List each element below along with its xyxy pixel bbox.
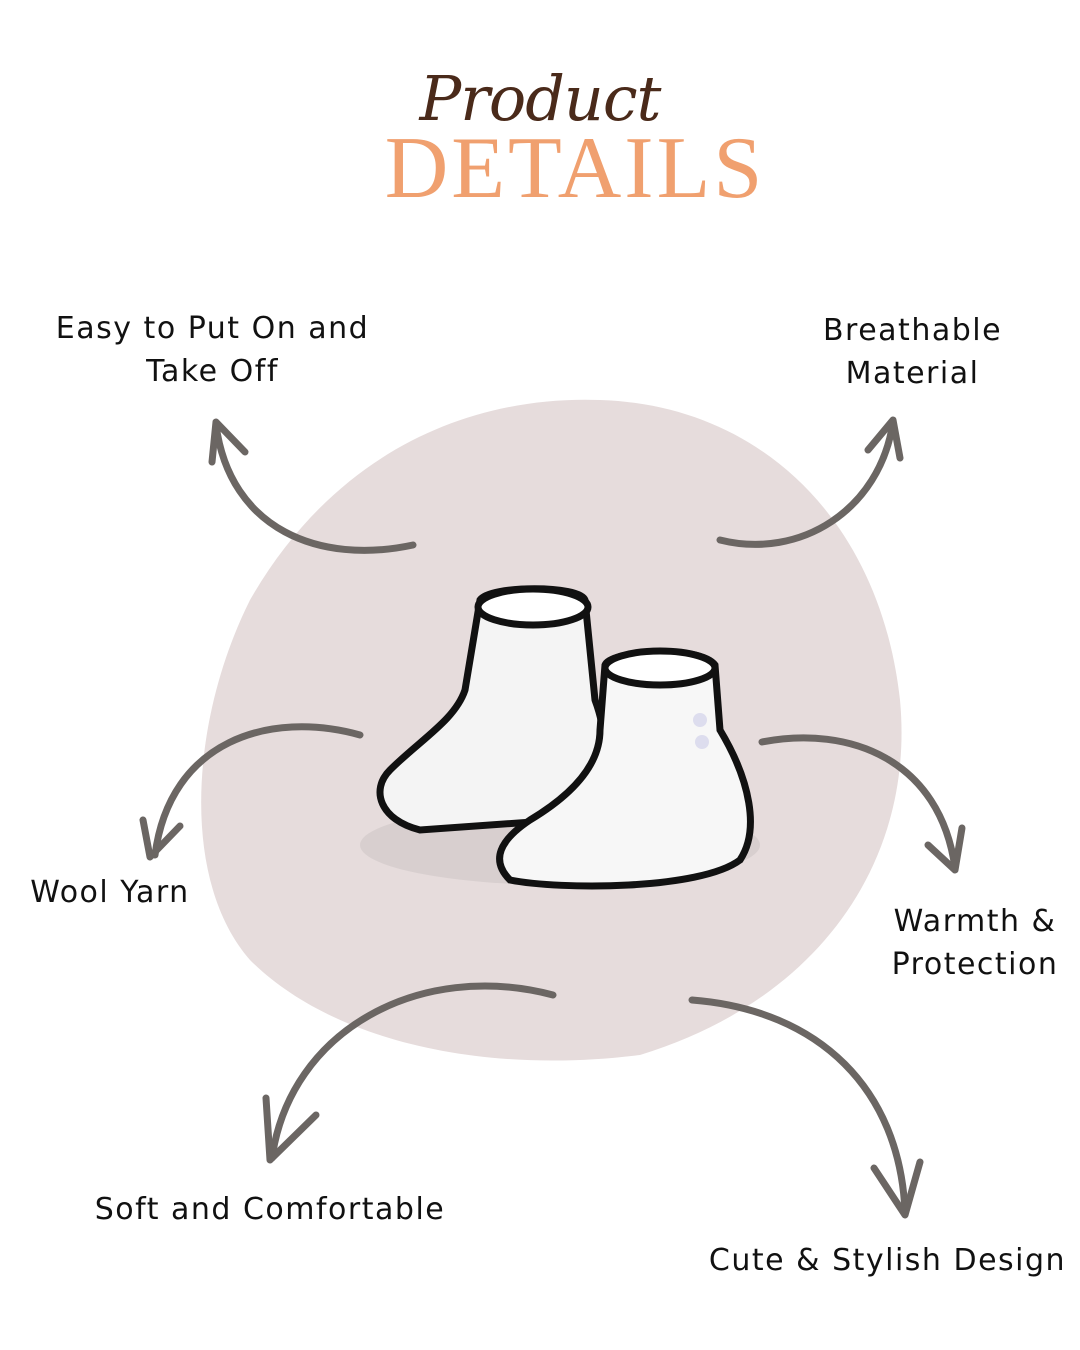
arrow-5-icon xyxy=(262,982,557,1164)
feature-breathable: Breathable Material xyxy=(822,313,1003,391)
feature-warmth: Warmth & Protection xyxy=(891,904,1059,982)
arrow-1-icon xyxy=(208,418,417,554)
arrow-3-icon xyxy=(139,723,364,861)
booties-image xyxy=(360,585,760,890)
title-product: Product xyxy=(419,62,662,135)
feature-wool-yarn: Wool Yarn xyxy=(30,875,190,910)
feature-cute-stylish: Cute & Stylish Design xyxy=(708,1243,1067,1278)
feature-soft: Soft and Comfortable xyxy=(94,1192,446,1227)
arrow-2-icon xyxy=(716,416,904,548)
title-details: DETAILS xyxy=(384,120,766,217)
arrow-4-icon xyxy=(758,734,966,874)
feature-easy-on-off: Easy to Put On and Take Off xyxy=(55,311,370,389)
arrow-6-icon xyxy=(688,996,924,1219)
